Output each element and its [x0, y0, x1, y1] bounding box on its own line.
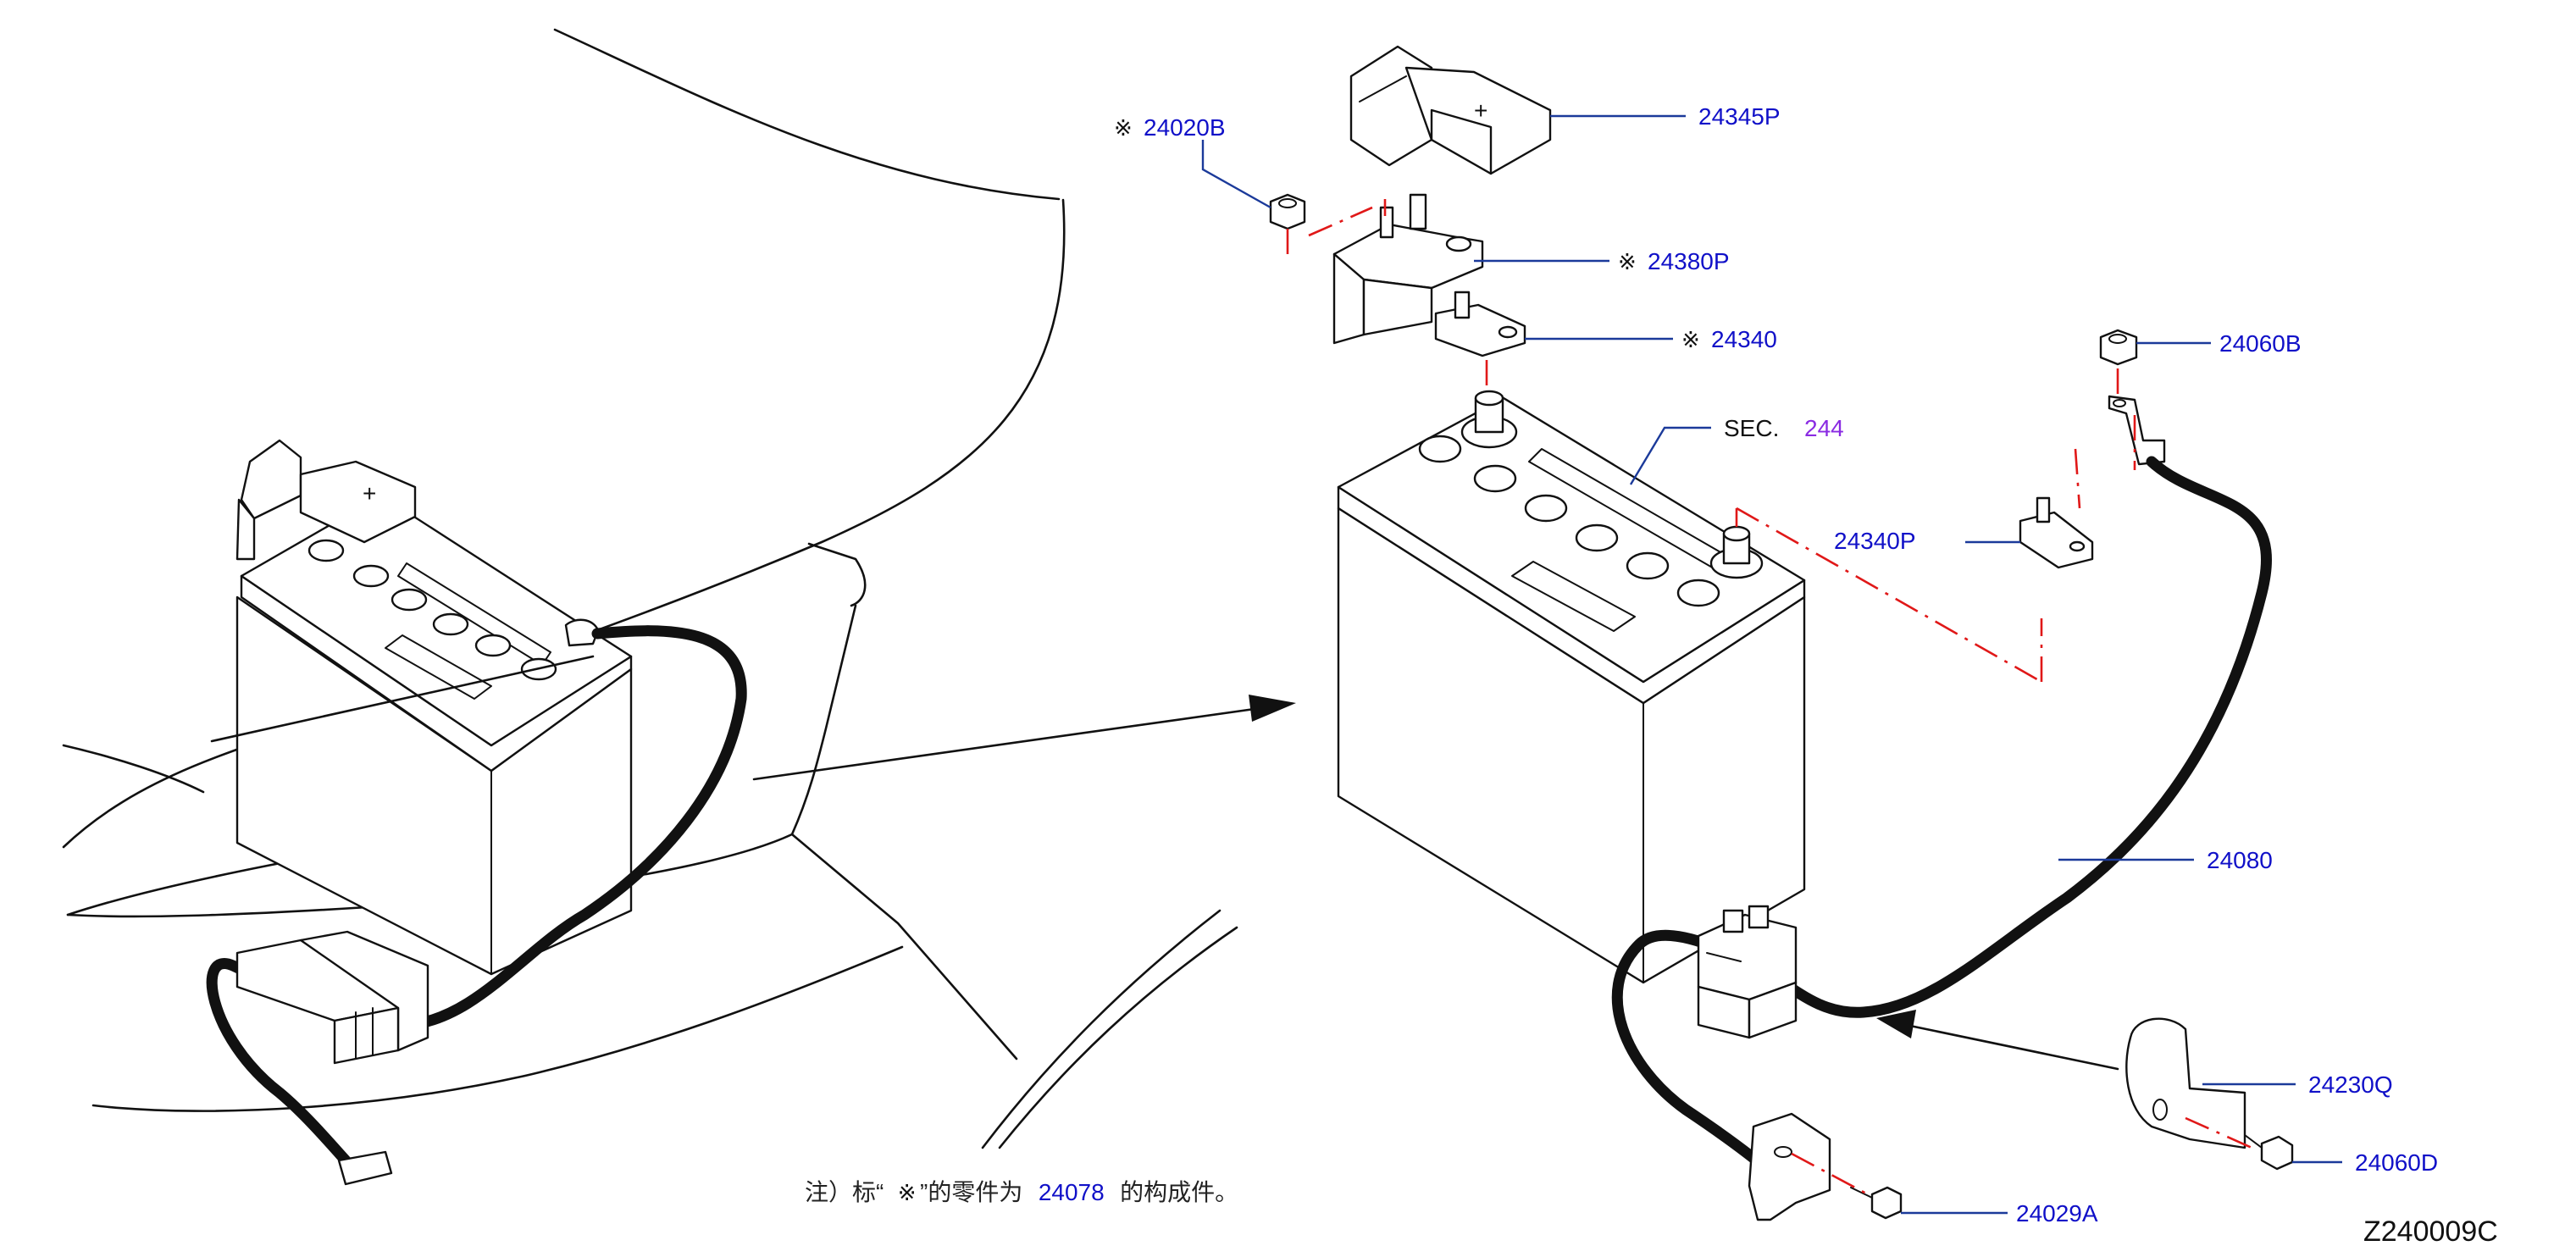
negative-terminal-clamp — [2019, 496, 2094, 569]
detail-arrow — [752, 695, 1296, 781]
cable-bracket-24230q — [2125, 1017, 2246, 1149]
svg-text:24345P: 24345P — [1698, 103, 1781, 130]
cell-caps-overview — [307, 539, 557, 681]
svg-text:24340: 24340 — [1711, 326, 1777, 352]
footnote-mark: ※ — [898, 1180, 917, 1205]
callout-24340p: 24340P — [1834, 528, 2020, 554]
positive-cover-overview: + — [235, 439, 417, 561]
svg-text:24080: 24080 — [2207, 847, 2273, 873]
callout-24080: 24080 — [2058, 847, 2273, 873]
negative-post — [1709, 525, 1764, 579]
svg-text:24340P: 24340P — [1834, 528, 1916, 554]
footnote-mid: ”的零件为 — [920, 1179, 1022, 1205]
callout-24230q: 24230Q — [2202, 1071, 2393, 1098]
callout-24340: ※ 24340 — [1525, 326, 1777, 352]
battery-negative-cable — [1611, 456, 2272, 1185]
positive-post — [1460, 390, 1518, 449]
footnote-post: 的构成件。 — [1120, 1179, 1238, 1205]
positive-terminal-clamp — [1434, 291, 1526, 357]
callout-24029a: 24029A — [1901, 1200, 2098, 1227]
callout-24380p: ※ 24380P — [1474, 248, 1730, 274]
svg-text:24029A: 24029A — [2016, 1200, 2098, 1227]
ring-terminal — [2108, 395, 2166, 466]
svg-text:注）标“ ※ ”的零件为: 注）标“ ※ ”的零件为 24078 的构成件。 — [805, 1179, 1238, 1205]
svg-text:24060B: 24060B — [2219, 330, 2302, 357]
bolt-24060d — [2244, 1134, 2294, 1171]
callout-sec-244: SEC. 244 — [1629, 415, 1844, 485]
callout-24020b: ※ 24020B — [1114, 114, 1271, 209]
svg-text:※: ※ — [1618, 249, 1637, 274]
nut-24060b — [2099, 329, 2138, 366]
battery-detail — [1337, 390, 1806, 984]
callout-24060b: 24060B — [2136, 330, 2302, 357]
assembly-lines — [1286, 199, 2258, 1196]
cable-end-bracket — [1748, 1112, 1831, 1221]
fuse-block-overview — [235, 930, 429, 1186]
cell-caps-detail — [1418, 435, 1720, 607]
callout-24345p: 24345P — [1550, 103, 1781, 130]
bolt-24029a — [1850, 1186, 1903, 1220]
footnote-part-number: 24078 — [1039, 1179, 1105, 1205]
battery-overview: + — [210, 439, 633, 976]
footnote: 注）标“ ※ ”的零件为 24078 的构成件。 — [805, 1179, 1238, 1205]
svg-text:24230Q: 24230Q — [2308, 1071, 2393, 1098]
svg-text:244: 244 — [1804, 415, 1844, 441]
footnote-pre: 注）标“ — [805, 1179, 884, 1205]
svg-text:24380P: 24380P — [1648, 248, 1730, 274]
svg-text:+: + — [363, 480, 376, 507]
svg-text:SEC.: SEC. — [1724, 415, 1779, 441]
battery-cable-overview — [206, 625, 747, 1173]
svg-text:※: ※ — [1681, 327, 1700, 352]
callout-24060d: 24060D — [2292, 1149, 2438, 1176]
svg-text:+: + — [1474, 97, 1487, 124]
figure-code: Z240009C — [2363, 1215, 2498, 1248]
svg-text:24020B: 24020B — [1144, 114, 1226, 141]
fusible-link-holder — [1332, 193, 1484, 345]
positive-terminal-cover: + — [1349, 45, 1552, 175]
bracket-arrow — [1876, 1010, 2119, 1071]
svg-text:※: ※ — [1114, 115, 1133, 141]
svg-text:24060D: 24060D — [2355, 1149, 2438, 1176]
nut-24020b — [1269, 193, 1306, 230]
fuse-block-detail — [1697, 905, 1798, 1039]
